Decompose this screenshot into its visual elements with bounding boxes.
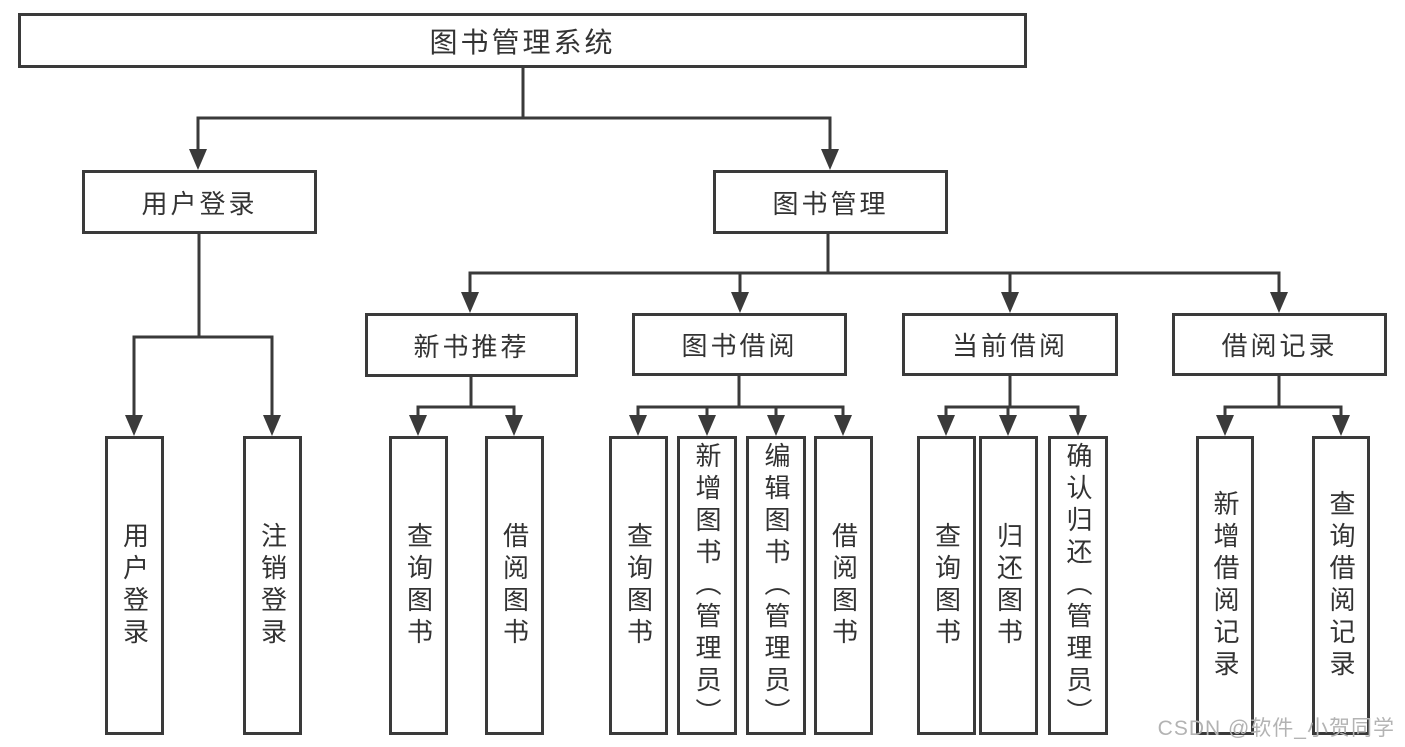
leaf-query-borrow-record: 查询借阅记录 <box>1312 436 1370 735</box>
leaf-return-books: 归还图书 <box>979 436 1038 735</box>
node-borrow-records: 借阅记录 <box>1172 313 1387 376</box>
leaf-query-books-current: 查询图书 <box>917 436 976 735</box>
watermark: CSDN @软件_小贺同学 <box>1157 717 1395 740</box>
node-book-management: 图书管理 <box>713 170 948 234</box>
leaf-borrow-books-recommend: 借阅图书 <box>485 436 544 735</box>
leaf-logout-login: 注销登录 <box>243 436 302 735</box>
leaf-add-books-admin: 新增图书（管理员） <box>677 436 737 735</box>
node-library-management-system: 图书管理系统 <box>18 13 1027 68</box>
node-book-borrow: 图书借阅 <box>632 313 847 376</box>
leaf-confirm-return-admin: 确认归还（管理员） <box>1048 436 1108 735</box>
leaf-borrow-books: 借阅图书 <box>814 436 873 735</box>
leaf-query-books-recommend: 查询图书 <box>389 436 448 735</box>
leaf-user-login: 用户登录 <box>105 436 164 735</box>
leaf-add-borrow-record: 新增借阅记录 <box>1196 436 1254 735</box>
node-user-login: 用户登录 <box>82 170 317 234</box>
leaf-edit-books-admin: 编辑图书（管理员） <box>746 436 806 735</box>
leaf-query-books-borrow: 查询图书 <box>609 436 668 735</box>
node-current-borrow: 当前借阅 <box>902 313 1118 376</box>
node-new-book-recommend: 新书推荐 <box>365 313 578 377</box>
